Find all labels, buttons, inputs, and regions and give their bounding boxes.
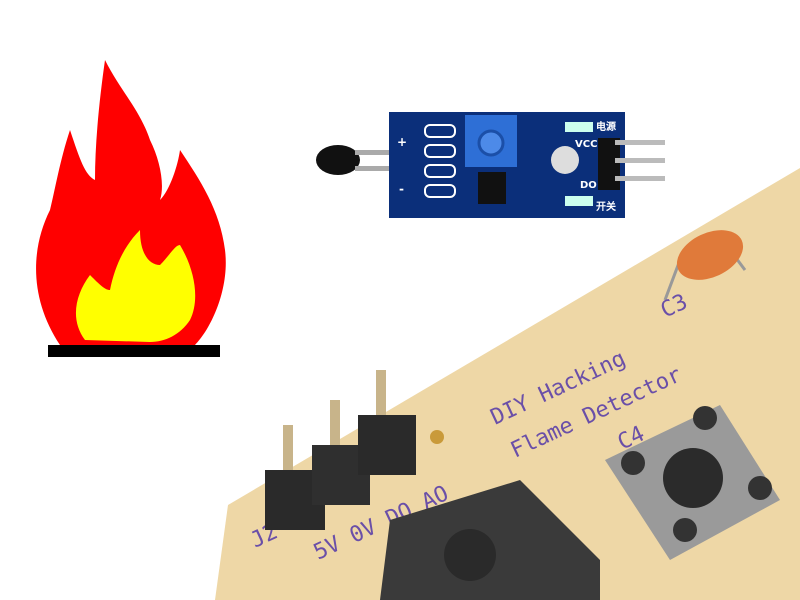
capacitor-c3: [663, 230, 747, 301]
do-label: DO: [580, 180, 597, 191]
switch-label: 开关: [596, 200, 616, 213]
pin-header-j2: [265, 370, 444, 530]
fire-icon: [36, 60, 226, 357]
ic-chip: [380, 480, 600, 600]
plus-label: +: [397, 135, 407, 149]
ir-receiver-led: [316, 145, 360, 175]
flame-base-bar: [48, 345, 220, 357]
power-label: 电源: [596, 120, 616, 133]
mounting-hole: [551, 146, 579, 174]
vcc-label: VCC: [575, 139, 597, 150]
comparator-chip: [478, 172, 506, 204]
minus-label: -: [399, 182, 404, 196]
flame-sensor-module: + - 电源 VCC DO 开关: [316, 112, 665, 218]
tactile-button: [605, 405, 780, 560]
